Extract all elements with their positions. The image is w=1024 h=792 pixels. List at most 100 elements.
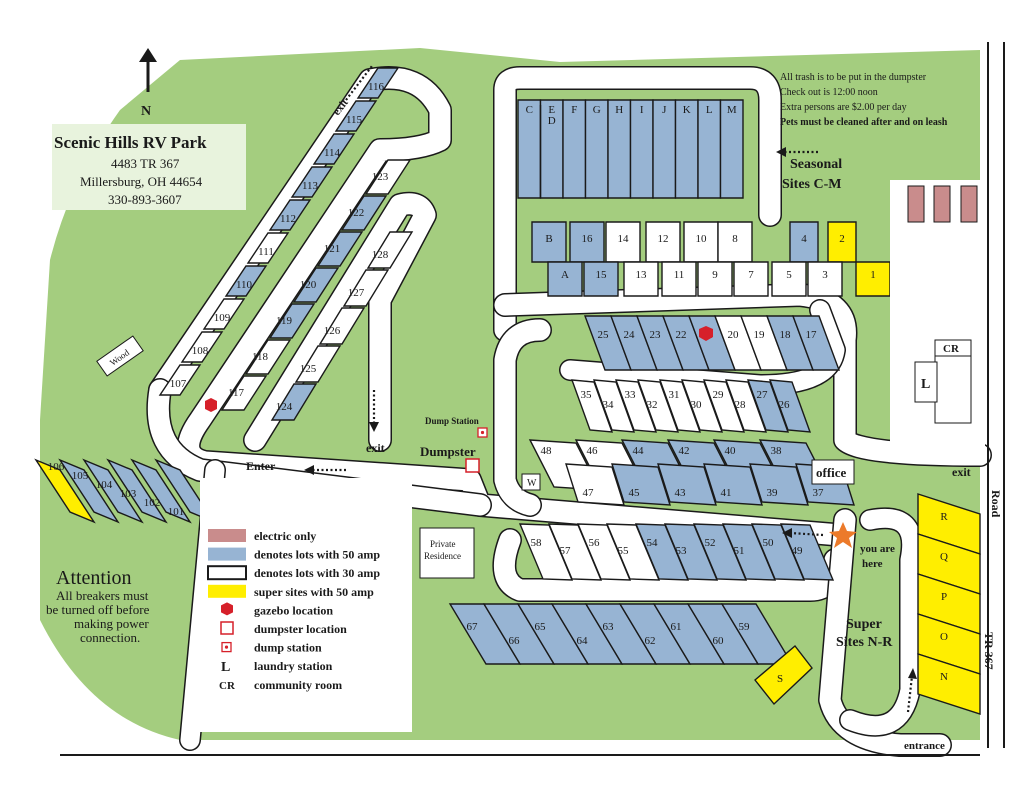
lot-33[interactable]: [614, 379, 658, 433]
lot-45[interactable]: [611, 463, 671, 506]
lot-15[interactable]: [583, 261, 619, 297]
lot-label: 103: [120, 488, 137, 500]
lot-57[interactable]: [547, 523, 603, 581]
laundry-icon: L: [921, 377, 930, 392]
lot-58[interactable]: [518, 523, 574, 581]
lot-47[interactable]: [565, 463, 625, 506]
lot-113[interactable]: [290, 166, 334, 198]
electric-site[interactable]: [933, 185, 951, 223]
lot-108[interactable]: [180, 331, 224, 363]
lot-label: 29: [713, 389, 725, 401]
laundry-building[interactable]: [914, 361, 938, 403]
lot-51[interactable]: [721, 523, 777, 581]
lot-M[interactable]: [719, 99, 744, 199]
lot-label: 31: [669, 389, 680, 401]
lot-34[interactable]: [592, 379, 636, 433]
lot-27[interactable]: [746, 379, 790, 433]
lot-106[interactable]: [34, 458, 96, 524]
lot-label: 24: [624, 329, 636, 341]
lot-50[interactable]: [750, 523, 806, 581]
lot-118[interactable]: [244, 339, 292, 375]
lot-56[interactable]: [576, 523, 632, 581]
lot-29[interactable]: [702, 379, 746, 433]
lot-N[interactable]: [917, 653, 981, 715]
lot-107[interactable]: [158, 364, 202, 396]
lot-102[interactable]: [130, 458, 192, 524]
electric-site[interactable]: [907, 185, 925, 223]
lot-label: F: [571, 104, 577, 116]
lot-114[interactable]: [312, 133, 356, 165]
lot-26[interactable]: [768, 379, 812, 433]
lot-104[interactable]: [82, 458, 144, 524]
lot-30[interactable]: [680, 379, 724, 433]
lot-label: G: [593, 104, 601, 116]
lot-109[interactable]: [202, 298, 246, 330]
lot-label: 123: [372, 171, 389, 183]
lot-112[interactable]: [268, 199, 312, 231]
lot-11[interactable]: [661, 261, 697, 297]
lot-label: 124: [276, 401, 293, 413]
lot-52[interactable]: [692, 523, 748, 581]
lot-120[interactable]: [292, 267, 340, 303]
lot-label: 8: [732, 233, 738, 245]
lot-label: 56: [589, 537, 601, 549]
lot-117[interactable]: [220, 375, 268, 411]
lot-label: 109: [214, 312, 231, 324]
lot-3[interactable]: [807, 261, 843, 297]
exit-mid-arrowhead: [369, 422, 379, 432]
lot-125[interactable]: [294, 345, 342, 383]
office-building[interactable]: [811, 459, 855, 485]
lot-39[interactable]: [749, 463, 809, 506]
lot-110[interactable]: [224, 265, 268, 297]
lot-label: 39: [767, 487, 779, 499]
lot-43[interactable]: [657, 463, 717, 506]
lot-13[interactable]: [623, 261, 659, 297]
lot-126[interactable]: [318, 307, 366, 345]
lot-121[interactable]: [316, 231, 364, 267]
electric-site[interactable]: [960, 185, 978, 223]
lot-17[interactable]: [791, 315, 841, 371]
lot-127[interactable]: [342, 269, 390, 307]
lot-49[interactable]: [779, 523, 835, 581]
seasonal-line2: Sites C-M: [782, 177, 842, 192]
lot-54[interactable]: [634, 523, 690, 581]
gazebo-icon: [205, 398, 217, 412]
lot-label: B: [545, 233, 552, 245]
lot-label: 32: [647, 399, 658, 411]
lot-label: E: [548, 104, 555, 116]
lot-116[interactable]: [356, 67, 400, 99]
community-room[interactable]: [934, 354, 972, 424]
lot-115[interactable]: [334, 100, 378, 132]
lot-label: 119: [276, 315, 293, 327]
lot-122[interactable]: [340, 195, 388, 231]
you-arrow: [789, 531, 824, 537]
lot-9[interactable]: [697, 261, 733, 297]
lot-111[interactable]: [246, 232, 290, 264]
lot-128[interactable]: [366, 231, 414, 269]
dump-station-dot: [480, 430, 485, 435]
lot-119[interactable]: [268, 303, 316, 339]
lot-5[interactable]: [771, 261, 807, 297]
lot-7[interactable]: [733, 261, 769, 297]
lot-32[interactable]: [636, 379, 680, 433]
attention-line2: be turned off before: [46, 602, 150, 617]
lot-103[interactable]: [106, 458, 168, 524]
lot-124[interactable]: [270, 383, 318, 421]
lot-label: H: [615, 104, 623, 116]
lot-28[interactable]: [724, 379, 768, 433]
lot-35[interactable]: [570, 379, 614, 433]
lot-105[interactable]: [58, 458, 120, 524]
lot-label: 66: [509, 635, 521, 647]
lot-31[interactable]: [658, 379, 702, 433]
gazebo-icon: [699, 326, 713, 341]
lot-S[interactable]: [754, 644, 813, 706]
lot-53[interactable]: [663, 523, 719, 581]
legend-label: gazebo location: [254, 603, 333, 617]
enter-arrowhead: [304, 465, 314, 475]
lot-41[interactable]: [703, 463, 763, 506]
lot-label: 64: [577, 635, 589, 647]
lot-123[interactable]: [364, 159, 412, 195]
lot-A[interactable]: [547, 261, 583, 297]
lot-55[interactable]: [605, 523, 661, 581]
